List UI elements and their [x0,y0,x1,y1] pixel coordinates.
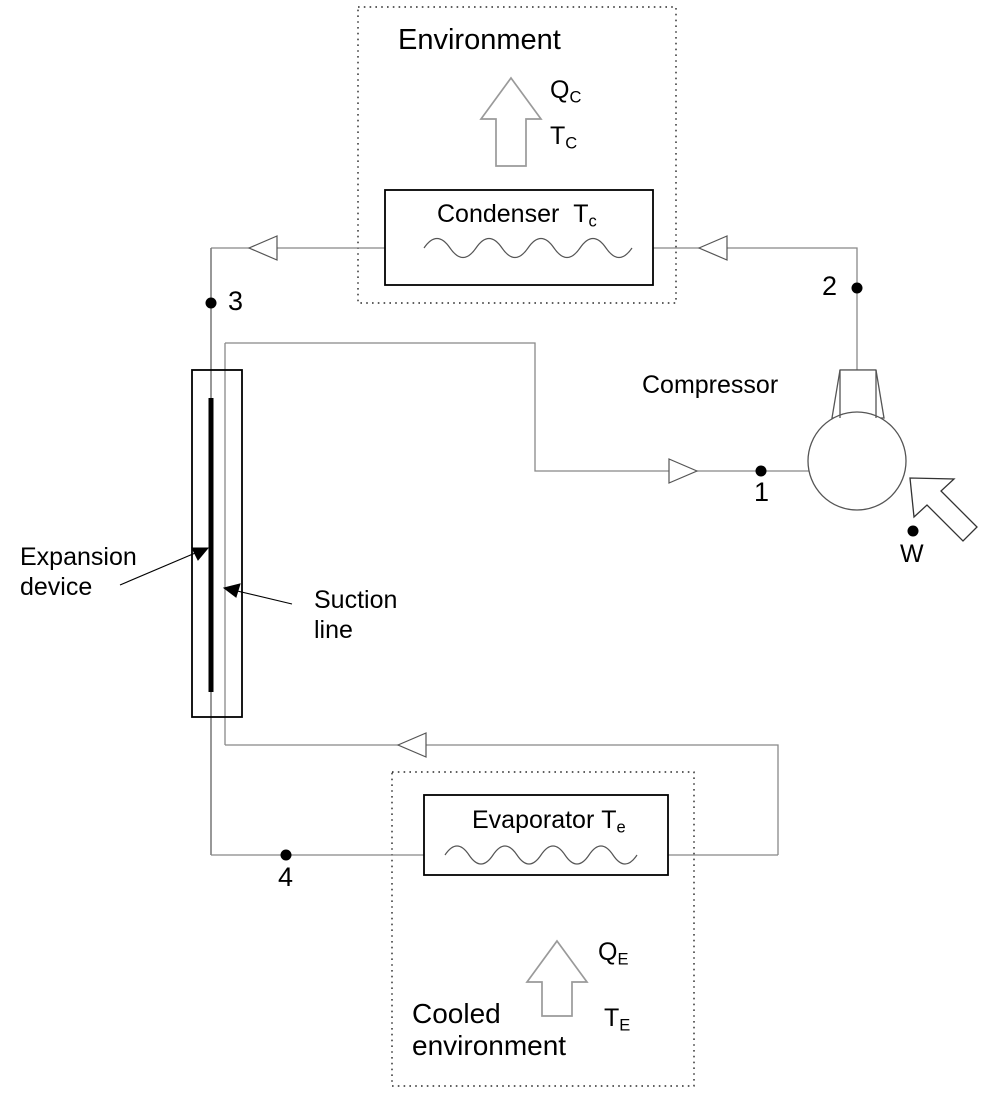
condenser-body [384,189,654,286]
state-point-label-4: 4 [278,862,294,892]
work-input-node [907,525,919,537]
heat-absorption-label: QE [598,940,628,968]
suction-line-leader-arrowhead [222,583,241,598]
condenser-name: Condenser [437,200,560,228]
environment-zone-label: Environment [398,24,561,56]
environment-temperature-subscript: C [565,134,578,153]
state-point-node-4 [280,849,292,861]
expansion-device-label-line1: Expansion [20,543,137,571]
compressor-body [807,411,907,511]
work-input-arrow [909,477,978,542]
suction-line-label-line2: line [314,616,353,644]
expansion-device-housing [191,369,243,718]
condenser-coil [423,237,633,259]
expansion-device-leader-line [119,550,201,586]
environment-temperature-label: TC [550,124,577,152]
flow-arrow-condenser-outlet [247,235,278,261]
condenser-temperature-subscript: c [588,212,597,231]
state-point-node-3 [205,297,217,309]
expansion-device-label: Expansion device [20,542,137,602]
environment-temperature-symbol: T [550,122,566,150]
evaporator-name: Evaporator [472,806,595,834]
cooled-environment-temperature-label: TE [604,1006,630,1034]
flow-arrow-compressor-inlet [668,458,699,484]
heat-rejection-symbol: Q [550,76,570,104]
cooled-environment-temperature-subscript: E [619,1016,631,1035]
flow-arrow-condenser-inlet [697,235,728,261]
cooled-environment-zone-label: Cooled environment [412,998,566,1062]
suction-line-leader-line [232,589,293,605]
compressor-neck-outline [839,369,877,418]
flow-arrow-suction-return [396,732,427,758]
compressor-label: Compressor [642,371,779,399]
state-point-label-1: 1 [754,477,770,507]
cooled-environment-temperature-symbol: T [604,1004,620,1032]
evaporator-temperature-subscript: e [616,818,626,837]
suction-line-label: Suction line [314,585,397,645]
condenser-label: Condenser Tc [437,202,597,230]
evaporator-body [423,794,669,876]
expansion-device-leader-arrowhead [191,547,210,561]
pipe-suction-to-compressor [225,342,820,472]
heat-absorption-arrow-up [525,939,589,1017]
suction-line-label-line1: Suction [314,586,398,614]
work-input-label: W [900,540,924,568]
heat-absorption-subscript: E [617,950,629,969]
heat-rejection-subscript: C [569,88,582,107]
evaporator-temperature-symbol: T [601,806,617,834]
state-point-label-2: 2 [822,271,838,301]
evaporator-coil [444,845,638,865]
heat-rejection-arrow-up [479,76,543,167]
state-point-node-2 [851,282,863,294]
expansion-device-label-line2: device [20,573,93,601]
condenser-temperature-symbol: T [573,200,589,228]
heat-rejection-label: QC [550,78,581,106]
cooled-environment-label-line1: Cooled [412,998,501,1029]
evaporator-label: Evaporator Te [472,808,626,836]
state-point-node-1 [755,465,767,477]
environment-zone-border [357,6,677,304]
heat-absorption-symbol: Q [598,938,618,966]
cooled-environment-zone-border [391,771,695,1087]
state-point-label-3: 3 [228,286,244,316]
cooled-environment-label-line2: environment [412,1030,567,1062]
